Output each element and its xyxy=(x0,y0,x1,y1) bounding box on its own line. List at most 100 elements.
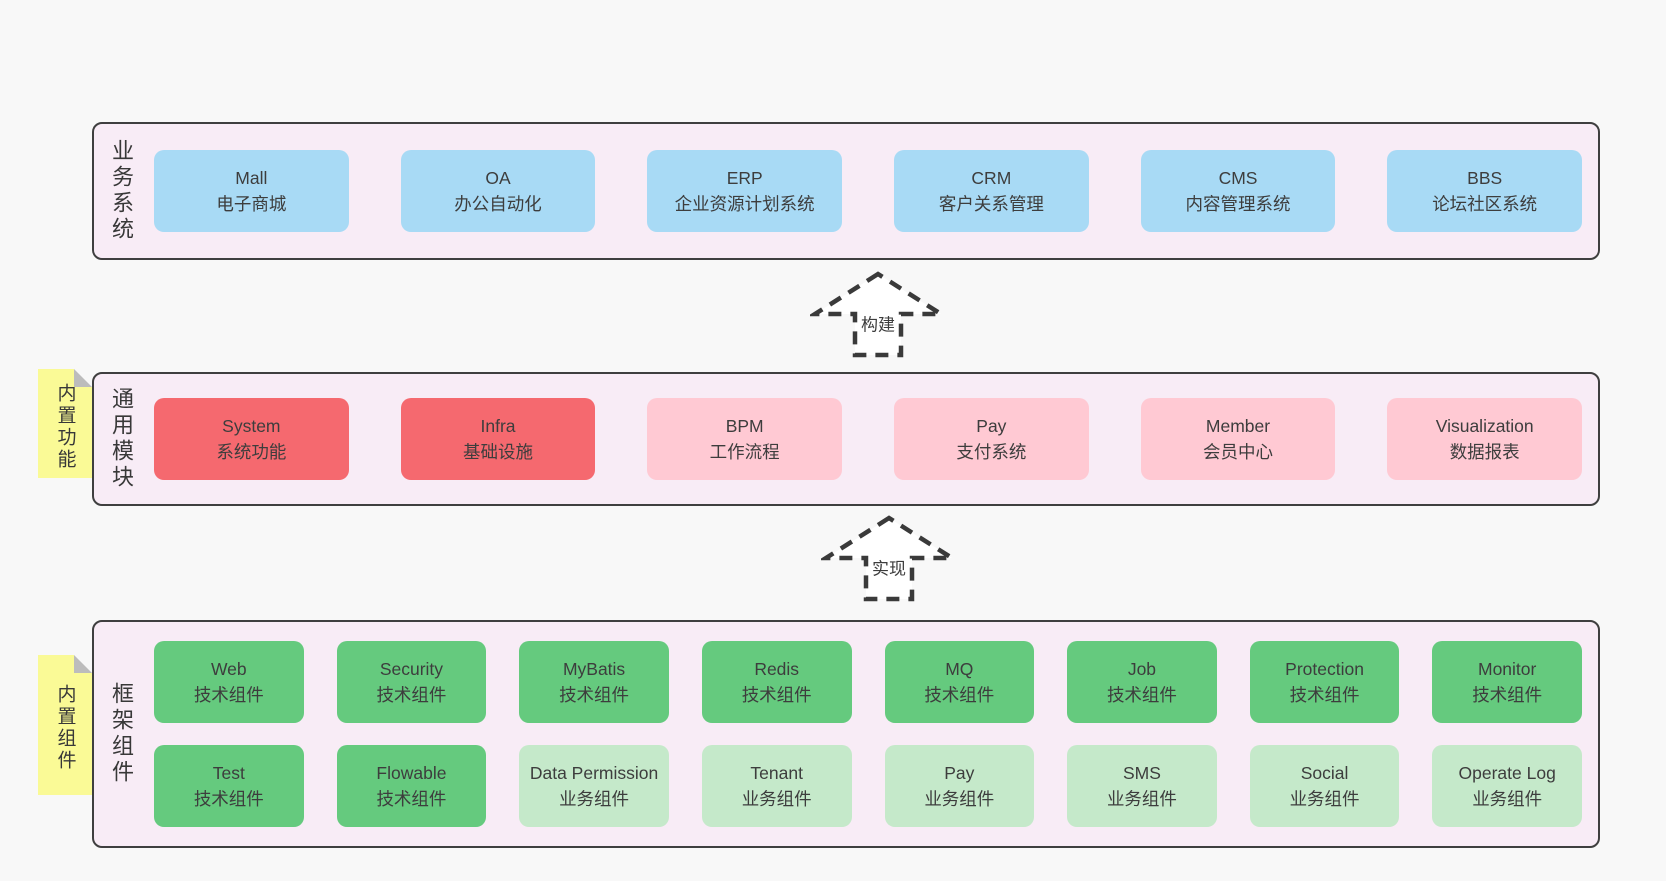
box-pay-component: Pay 业务组件 xyxy=(884,745,1035,827)
box-desc: 业务组件 xyxy=(1472,789,1543,809)
build-arrow-label: 构建 xyxy=(858,310,898,336)
box-name: CRM xyxy=(971,168,1012,188)
box-name: CMS xyxy=(1218,168,1258,188)
box-mybatis: MyBatis 技术组件 xyxy=(519,641,669,723)
implement-arrow: 实现 xyxy=(821,515,957,603)
box-name: BPM xyxy=(725,416,764,436)
box-operate-log: Operate Log 业务组件 xyxy=(1432,745,1582,827)
box-data-permission: Data Permission 业务组件 xyxy=(519,745,669,827)
framework-components-label: 框架组件 xyxy=(109,682,134,786)
box-desc: 技术组件 xyxy=(376,685,447,705)
box-bpm: BPM 工作流程 xyxy=(647,398,843,480)
implement-arrow-label: 实现 xyxy=(869,554,909,580)
box-oa: OA 办公自动化 xyxy=(400,150,596,232)
box-crm: CRM 客户关系管理 xyxy=(894,150,1089,232)
box-name: Web xyxy=(210,659,247,679)
box-test: Test 技术组件 xyxy=(154,745,304,827)
box-name: Redis xyxy=(754,659,800,679)
box-desc: 业务组件 xyxy=(741,789,812,809)
business-systems-panel: 业务系统 Mall 电子商城 OA 办公自动化 ERP 企业资源计划系统 CRM… xyxy=(92,122,1600,260)
box-desc: 办公自动化 xyxy=(454,194,542,214)
box-job: Job 技术组件 xyxy=(1067,641,1217,723)
box-desc: 技术组件 xyxy=(193,789,264,809)
box-desc: 技术组件 xyxy=(1472,685,1543,705)
box-cms: CMS 内容管理系统 xyxy=(1140,150,1336,232)
box-desc: 客户关系管理 xyxy=(938,194,1044,214)
box-desc: 技术组件 xyxy=(1106,685,1177,705)
box-name: Member xyxy=(1205,416,1271,436)
box-bbs: BBS 论坛社区系统 xyxy=(1387,150,1583,232)
box-desc: 业务组件 xyxy=(1289,789,1360,809)
box-desc: 数据报表 xyxy=(1449,442,1520,462)
box-infra: Infra 基础设施 xyxy=(400,398,596,480)
business-systems-label: 业务系统 xyxy=(109,139,134,243)
box-visualization: Visualization 数据报表 xyxy=(1387,398,1583,480)
box-name: Flowable xyxy=(376,763,447,783)
box-flowable: Flowable 技术组件 xyxy=(336,745,487,827)
box-security: Security 技术组件 xyxy=(336,641,487,723)
box-name: Tenant xyxy=(750,763,803,783)
box-desc: 内容管理系统 xyxy=(1185,194,1291,214)
box-tenant: Tenant 业务组件 xyxy=(701,745,852,827)
box-name: Pay xyxy=(944,763,975,783)
box-desc: 业务组件 xyxy=(1106,789,1177,809)
box-name: Operate Log xyxy=(1458,763,1556,783)
framework-components-panel: 框架组件 Web 技术组件 Security 技术组件 MyBatis 技术组件… xyxy=(92,620,1600,848)
box-sms: SMS 业务组件 xyxy=(1067,745,1217,827)
box-name: MQ xyxy=(945,659,974,679)
box-name: Pay xyxy=(976,416,1007,436)
box-name: OA xyxy=(485,168,511,188)
builtin-features-note: 内置功能 xyxy=(38,369,92,478)
common-modules-row: System 系统功能 Infra 基础设施 BPM 工作流程 Pay 支付系统… xyxy=(154,398,1583,480)
box-system: System 系统功能 xyxy=(154,398,349,480)
box-desc: 支付系统 xyxy=(956,442,1027,462)
build-arrow: 构建 xyxy=(810,271,946,359)
box-social: Social 业务组件 xyxy=(1249,745,1400,827)
framework-row-2: Test 技术组件 Flowable 技术组件 Data Permission … xyxy=(154,745,1582,827)
builtin-components-note: 内置组件 xyxy=(38,655,92,795)
framework-row-1: Web 技术组件 Security 技术组件 MyBatis 技术组件 Redi… xyxy=(154,641,1582,723)
common-modules-panel: 通用模块 System 系统功能 Infra 基础设施 BPM 工作流程 Pay… xyxy=(92,372,1600,506)
box-name: MyBatis xyxy=(562,659,626,679)
box-desc: 技术组件 xyxy=(741,685,812,705)
box-desc: 技术组件 xyxy=(376,789,447,809)
box-name: Monitor xyxy=(1478,659,1537,679)
box-name: Data Permission xyxy=(529,763,659,783)
box-desc: 企业资源计划系统 xyxy=(674,194,815,214)
box-name: ERP xyxy=(726,168,763,188)
box-name: Job xyxy=(1127,659,1157,679)
box-name: Visualization xyxy=(1435,416,1534,436)
box-desc: 工作流程 xyxy=(709,442,780,462)
builtin-features-note-label: 内置功能 xyxy=(54,382,76,471)
box-name: Mall xyxy=(235,168,268,188)
box-member: Member 会员中心 xyxy=(1140,398,1336,480)
box-name: Security xyxy=(379,659,444,679)
box-desc: 技术组件 xyxy=(924,685,995,705)
business-systems-row: Mall 电子商城 OA 办公自动化 ERP 企业资源计划系统 CRM 客户关系… xyxy=(154,150,1583,232)
builtin-components-note-label: 内置组件 xyxy=(54,684,76,772)
box-desc: 论坛社区系统 xyxy=(1432,194,1538,214)
box-name: Infra xyxy=(480,416,516,436)
box-desc: 技术组件 xyxy=(193,685,264,705)
box-desc: 系统功能 xyxy=(216,442,287,462)
box-name: Social xyxy=(1300,763,1349,783)
box-redis: Redis 技术组件 xyxy=(701,641,852,723)
common-modules-label: 通用模块 xyxy=(109,387,134,491)
box-erp: ERP 企业资源计划系统 xyxy=(647,150,843,232)
box-pay-module: Pay 支付系统 xyxy=(894,398,1089,480)
box-name: Protection xyxy=(1285,659,1364,679)
box-protection: Protection 技术组件 xyxy=(1249,641,1400,723)
box-name: System xyxy=(222,416,281,436)
box-name: BBS xyxy=(1467,168,1503,188)
box-mq: MQ 技术组件 xyxy=(884,641,1035,723)
box-web: Web 技术组件 xyxy=(154,641,304,723)
box-desc: 技术组件 xyxy=(1289,685,1360,705)
box-desc: 业务组件 xyxy=(924,789,995,809)
framework-components-grid: Web 技术组件 Security 技术组件 MyBatis 技术组件 Redi… xyxy=(154,641,1582,827)
box-desc: 技术组件 xyxy=(559,685,630,705)
box-name: Test xyxy=(212,763,245,783)
box-desc: 电子商城 xyxy=(216,194,287,214)
box-mall: Mall 电子商城 xyxy=(154,150,349,232)
box-monitor: Monitor 技术组件 xyxy=(1432,641,1582,723)
box-desc: 业务组件 xyxy=(559,789,630,809)
